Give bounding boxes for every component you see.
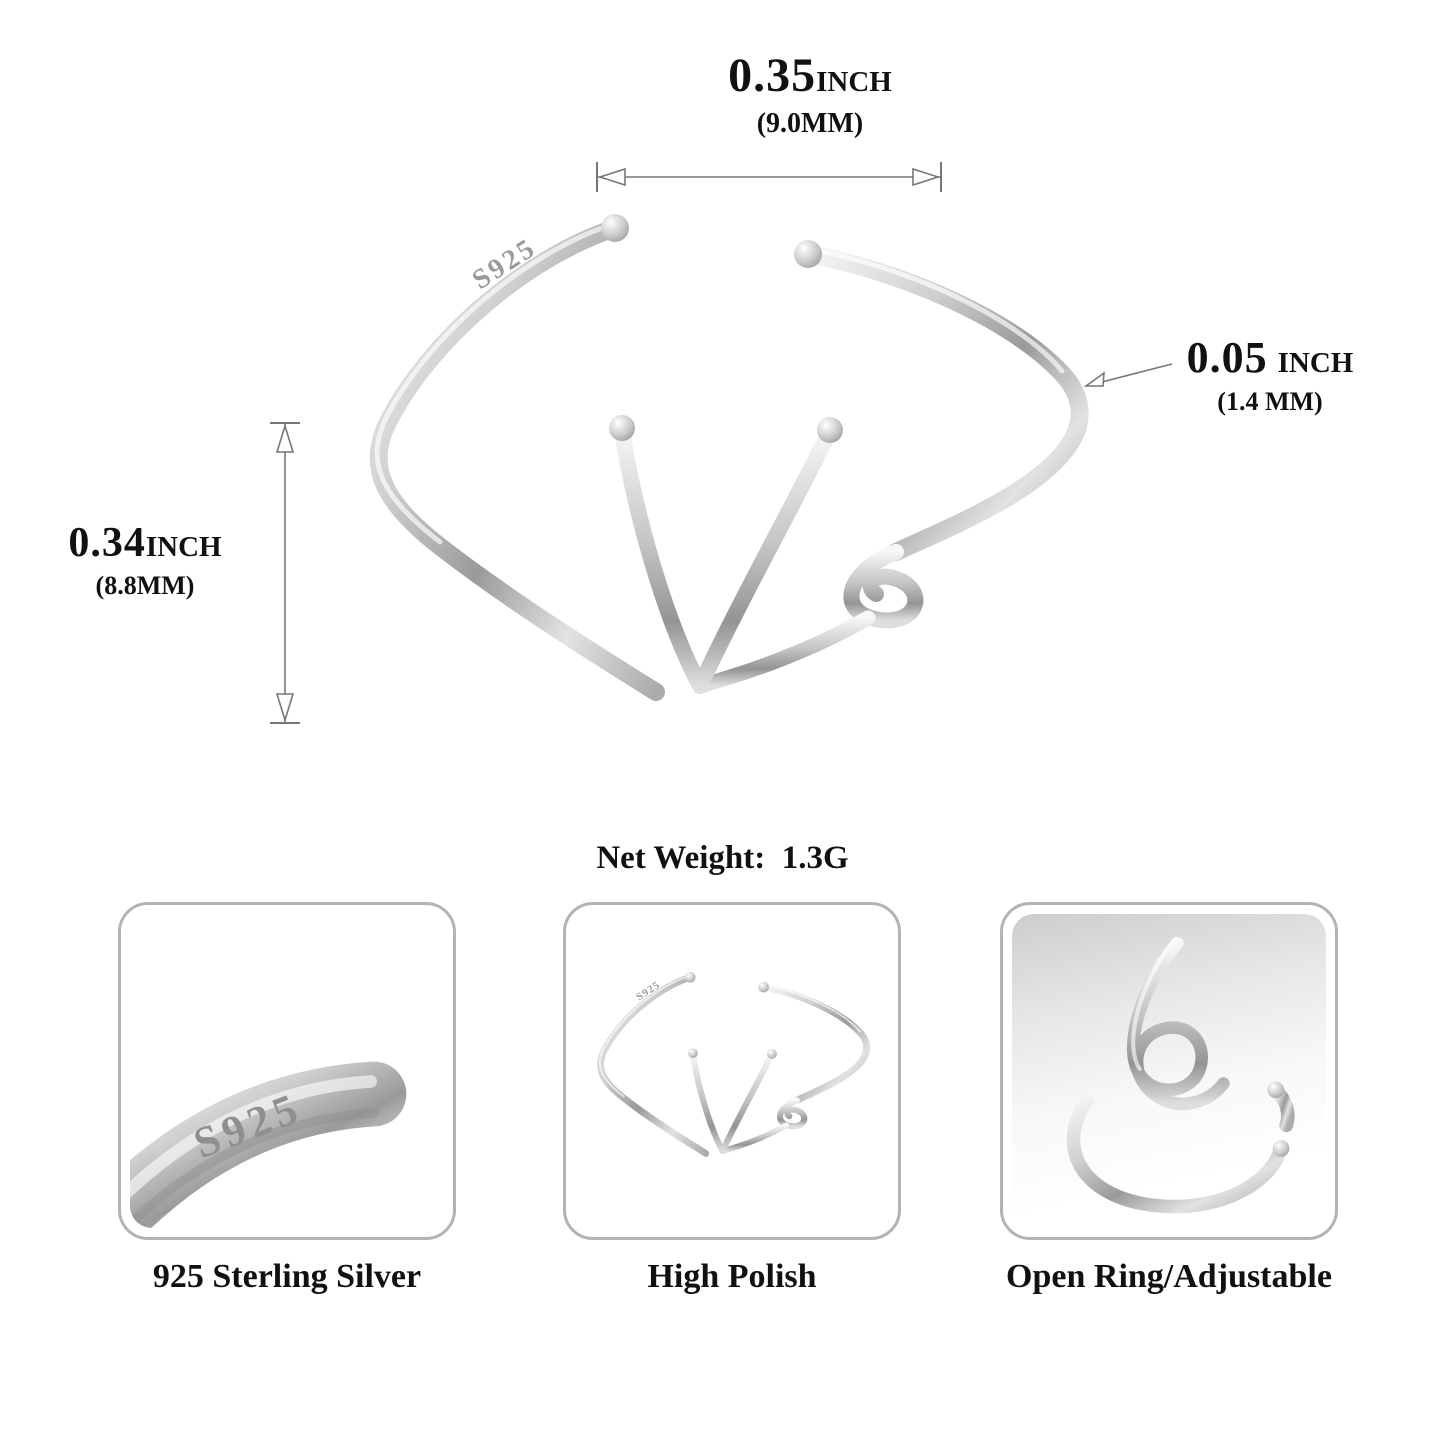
ring-side-view-illustration (1066, 937, 1295, 1214)
ring-side-view-photo (1012, 914, 1326, 1228)
feature-card (563, 902, 901, 1240)
width-value: 0.35 (728, 49, 817, 102)
heart-ring-small-illustration (582, 962, 882, 1180)
band-closeup-illustration: S925 (130, 1061, 407, 1228)
feature-polish: High Polish (533, 902, 931, 1296)
height-unit: INCH (145, 531, 222, 563)
feature-caption: Open Ring/Adjustable (1006, 1258, 1332, 1295)
height-dimension-label: 0.34INCH (8.8MM) (30, 520, 260, 601)
feature-caption: 925 Sterling Silver (152, 1258, 422, 1295)
band-thickness-unit: INCH (1277, 347, 1354, 379)
band-thickness-value: 0.05 (1186, 333, 1268, 382)
width-unit: INCH (816, 66, 892, 98)
band-thickness-label: 0.05 INCH (1.4 MM) (1140, 333, 1400, 417)
height-metric: (8.8MM) (95, 571, 195, 601)
band-closeup-photo: S925 (130, 914, 444, 1228)
heart-ring-shape: S925 (369, 214, 1089, 701)
width-dimension-label: 0.35INCH (9.0MM) (610, 49, 1010, 140)
height-dimension-arrow-icon (270, 422, 300, 724)
band-thickness-metric: (1.4 MM) (1217, 387, 1323, 417)
heart-ring-illustration: S925 (369, 214, 1089, 701)
height-value: 0.34 (68, 520, 146, 566)
feature-card: S925 (118, 902, 456, 1240)
feature-adjustable: Open Ring/Adjustable (970, 902, 1368, 1296)
width-metric: (9.0MM) (756, 107, 864, 139)
heart-ring-photo (575, 914, 889, 1228)
feature-card (1000, 902, 1338, 1240)
feature-caption: High Polish (647, 1258, 817, 1295)
width-dimension-arrow-icon (596, 162, 942, 192)
band-thickness-pointer-icon (1083, 363, 1173, 387)
net-weight-label: Net Weight: 1.3G (596, 840, 849, 876)
feature-material: S925 925 Sterling Silver (88, 902, 486, 1296)
